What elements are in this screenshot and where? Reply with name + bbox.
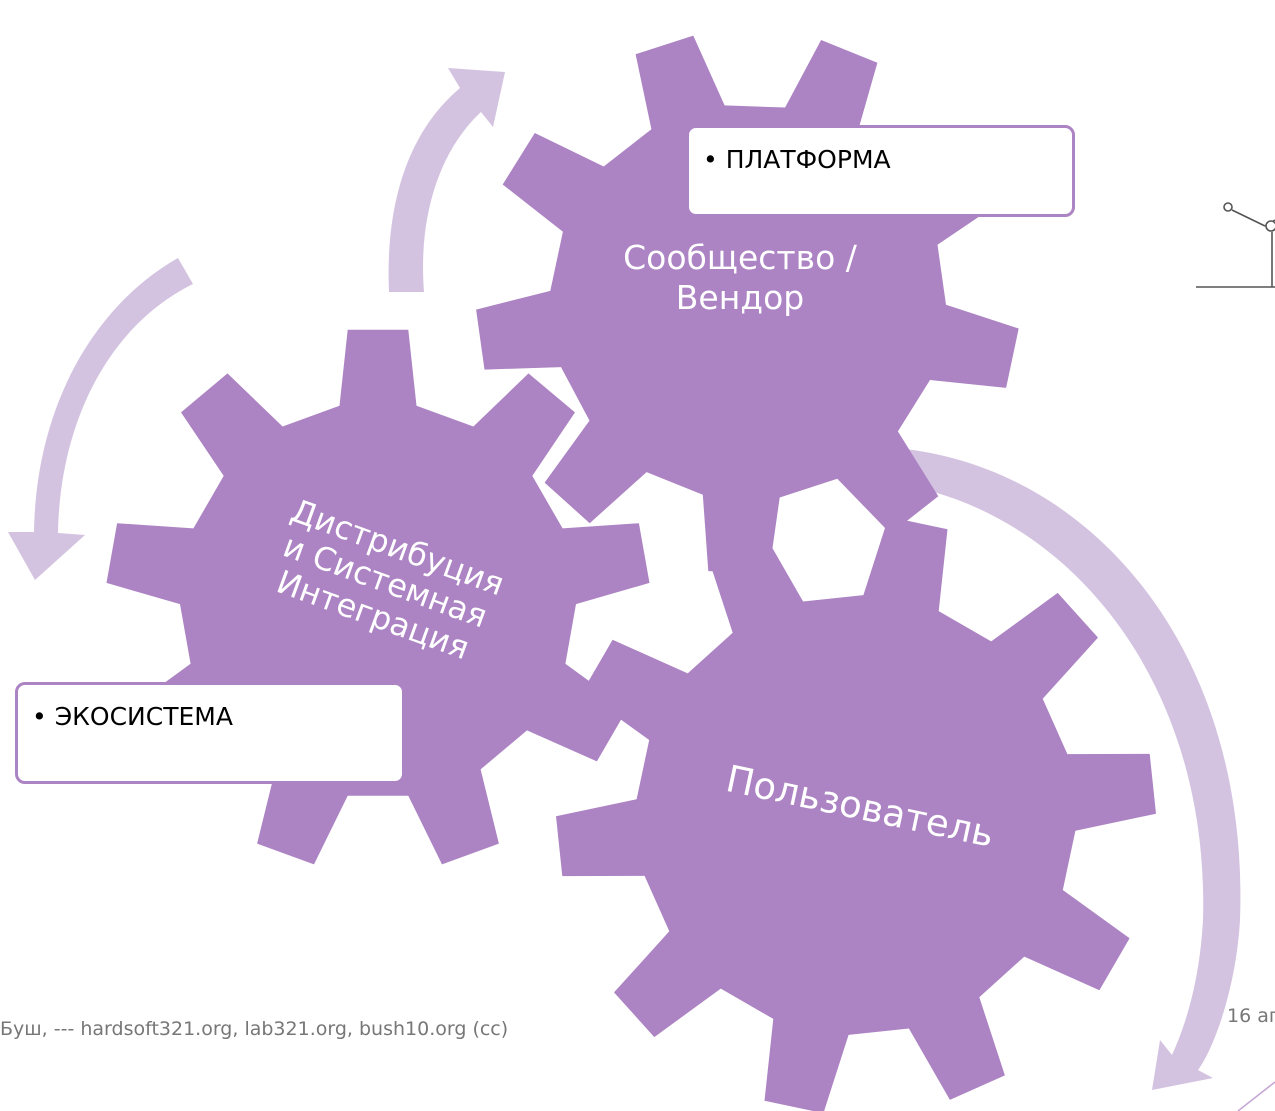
corner-decoration-line <box>1237 1081 1275 1111</box>
callout-platform: • ПЛАТФОРМА <box>686 125 1075 217</box>
arrow-community-to-distribution <box>8 258 193 580</box>
callout-ecosystem: • ЭКОСИСТЕМА <box>15 682 405 784</box>
arrow-distribution-to-community <box>388 68 505 292</box>
gear-label-community-line1: Сообщество / <box>623 238 857 277</box>
gear-user <box>556 516 1156 1111</box>
network-icon <box>1196 202 1275 288</box>
footer-credits: Буш, --- hardsoft321.org, lab321.org, bu… <box>0 1018 509 1040</box>
arrow-community-to-user <box>879 447 1241 1090</box>
gear-label-community: Сообщество / Вендор <box>560 238 920 318</box>
callout-platform-text: • ПЛАТФОРМА <box>703 145 891 174</box>
footer-date: 16 ап <box>1227 1005 1275 1027</box>
gear-label-community-line2: Вендор <box>675 278 805 317</box>
callout-ecosystem-text: • ЭКОСИСТЕМА <box>32 702 233 731</box>
cycle-arrows <box>8 68 1241 1090</box>
